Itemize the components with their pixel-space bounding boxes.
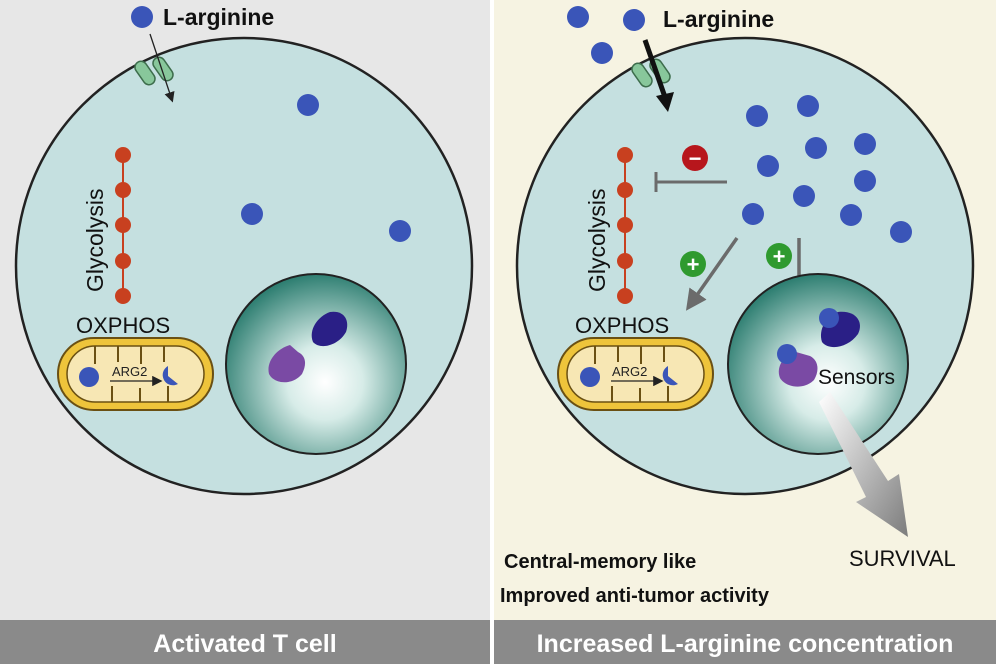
plus-icon [766,243,792,269]
survival-label: SURVIVAL [849,546,956,571]
right-nucleus [727,273,909,455]
left-protein-blob [268,345,306,383]
left-mitochondrion [57,337,214,411]
right-arginine-dot [567,6,589,28]
right-footer-title: Increased L-arginine concentration [537,630,954,658]
right-glycolysis-chain [617,147,633,304]
outcome-line-2: Improved anti-tumor activity [500,585,770,607]
left-nucleus [225,273,407,455]
minus-sign: − [689,146,702,171]
right-arginine-dot [840,204,862,226]
left-transporter-icon [134,56,174,86]
right-arginine-dot [854,133,876,155]
panel-divider [490,0,494,664]
left-glycolysis-chain [115,147,131,304]
right-oxphos-label: OXPHOS [575,313,669,338]
right-arginine-dot [890,221,912,243]
right-arginine-dot [805,137,827,159]
right-oxphos-arrow [685,236,739,311]
right-arginine-dot [623,9,645,31]
survival-arrow [819,392,908,537]
minus-icon [682,145,708,171]
left-glycolysis-label: Glycolysis [82,188,108,292]
right-bound-arginine [819,308,839,328]
right-arg2-label: ARG2 [612,364,647,379]
left-oxphos-label: OXPHOS [76,313,170,338]
plus-icon [680,251,706,277]
right-uptake-arrow [642,39,669,101]
sensors-label: Sensors [818,366,895,389]
right-bound-arginine [777,344,797,364]
plus-sign: + [773,244,786,269]
right-arginine-dot [854,170,876,192]
right-arginine-dot [757,155,779,177]
left-arginine-label: L-arginine [163,4,274,30]
left-arginine-dot [131,6,153,28]
plus-sign: + [687,252,700,277]
right-uptake-arrowhead [656,92,674,112]
right-panel: L-arginine − Glyc [494,0,996,664]
left-arginine-dot [389,220,411,242]
right-arginine-dot [742,203,764,225]
left-dna-blob [311,311,348,347]
outcome-line-1: Central-memory like [504,551,696,573]
left-arginine-dot [241,203,263,225]
right-glycolysis-label: Glycolysis [584,188,610,292]
right-arginine-dot [746,105,768,127]
right-mitochondrion [557,337,714,411]
left-uptake-arrow [149,33,175,103]
right-arginine-dot [797,95,819,117]
left-arg2-label: ARG2 [112,364,147,379]
right-arginine-label: L-arginine [663,6,774,32]
right-arginine-dot [793,185,815,207]
left-panel: L-arginine Glycolysis OXPHOS [0,0,490,664]
left-footer-title: Activated T cell [153,630,336,658]
right-arginine-dot [591,42,613,64]
left-arginine-dot [297,94,319,116]
left-footer-bar [0,620,490,664]
right-footer-bar [494,620,996,664]
